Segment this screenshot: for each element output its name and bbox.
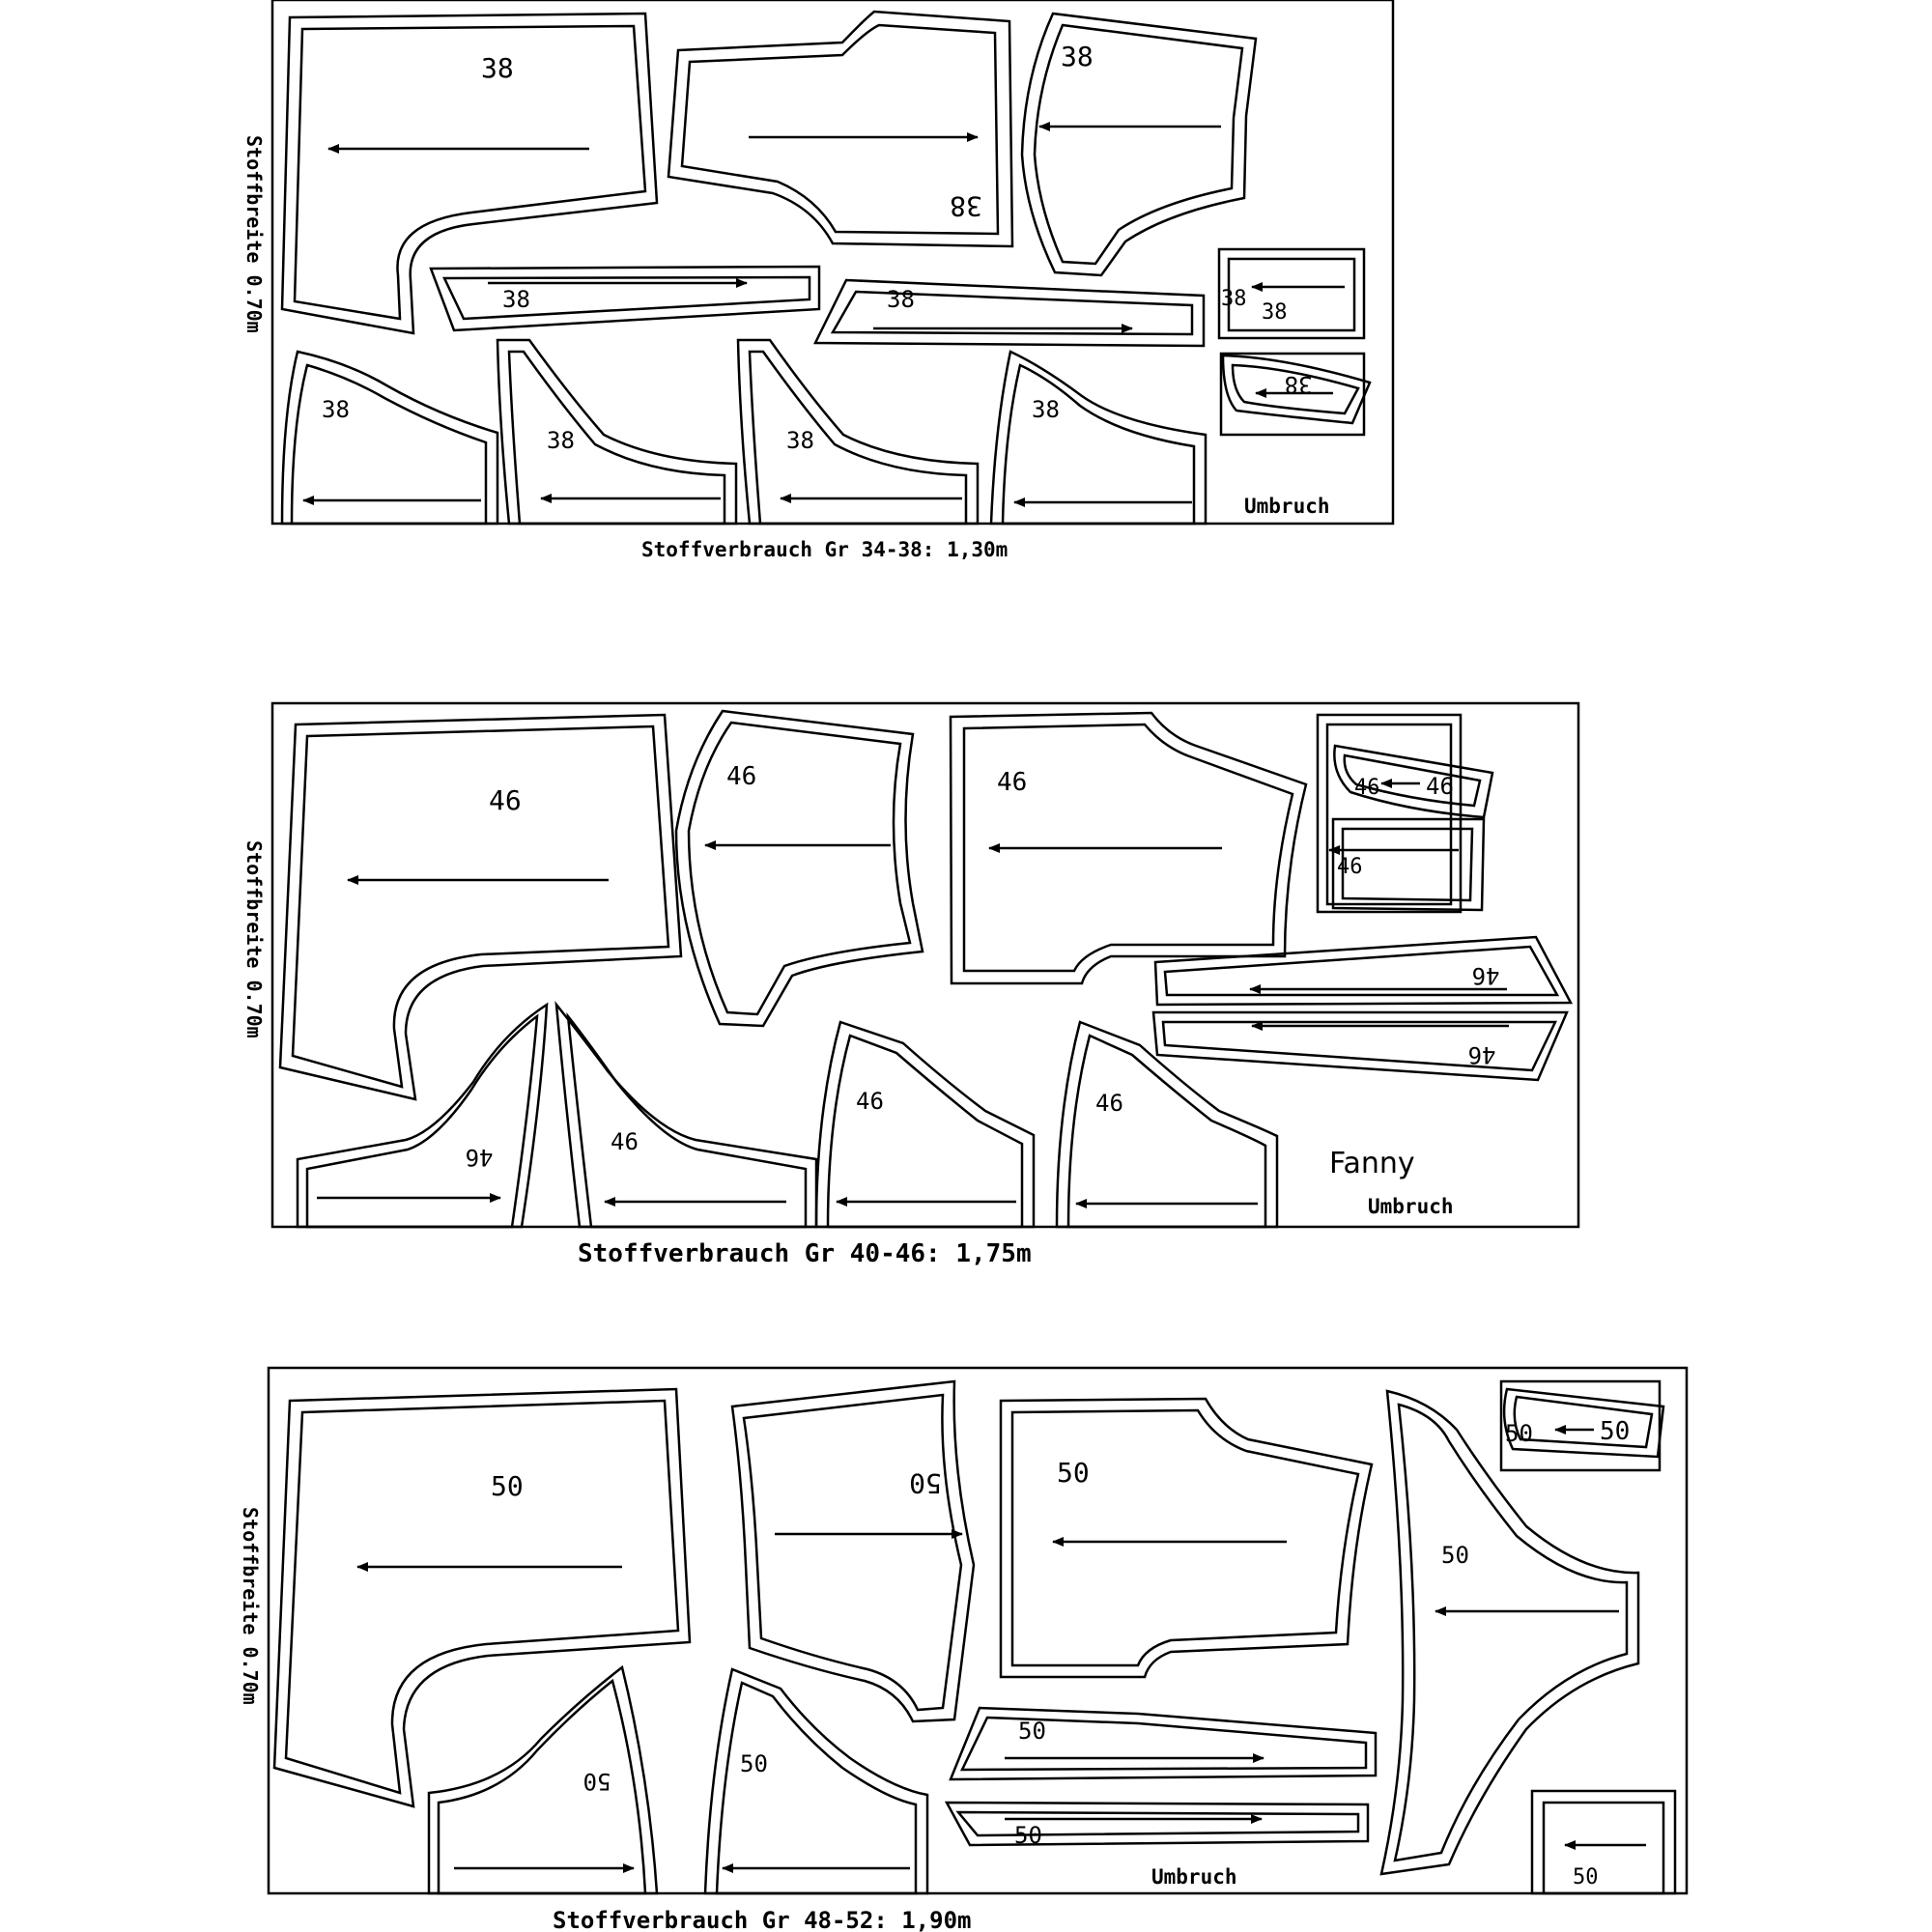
size-label: 38 <box>1262 300 1288 325</box>
size-label: 50 <box>1057 1457 1090 1489</box>
size-label: 38 <box>1032 396 1060 423</box>
size-label: 50 <box>1573 1865 1599 1889</box>
size-label: 50 <box>1505 1420 1533 1447</box>
size-label: 46 <box>1095 1090 1123 1117</box>
size-label: 50 <box>740 1750 768 1777</box>
pattern-piece <box>667 10 1014 248</box>
pattern-piece <box>1530 1789 1677 1895</box>
size-label: 38 <box>481 52 514 84</box>
size-label: 38 <box>950 190 982 222</box>
pattern-piece <box>427 1664 659 1895</box>
size-label: 46 <box>489 784 522 816</box>
layout-40-46 <box>270 701 1580 1229</box>
pattern-piece <box>278 713 683 1101</box>
size-label: 38 <box>887 286 915 313</box>
layout-48-52 <box>267 1366 1689 1895</box>
size-label: 46 <box>726 762 756 791</box>
size-label: 38 <box>786 427 814 454</box>
size-label: 50 <box>583 1768 611 1795</box>
fabric-width-label: Stoffbreite 0.70m <box>242 840 266 1038</box>
pattern-piece <box>1153 935 1574 1007</box>
pattern-piece <box>999 1397 1374 1679</box>
pattern-piece <box>989 350 1208 526</box>
pattern-piece <box>1219 352 1372 437</box>
size-label: 46 <box>466 1144 494 1171</box>
pattern-piece <box>814 1020 1036 1229</box>
size-label: 50 <box>1014 1822 1042 1849</box>
pattern-piece <box>674 709 924 1028</box>
size-label: 38 <box>502 286 530 313</box>
fabric-frame <box>267 1366 1689 1895</box>
pattern-piece <box>1499 1379 1665 1472</box>
size-label: 50 <box>909 1467 942 1499</box>
size-label: 38 <box>322 396 350 423</box>
size-label: 46 <box>611 1128 639 1155</box>
pattern-piece <box>1020 12 1258 277</box>
size-label: 46 <box>1426 773 1454 800</box>
pattern-piece <box>280 350 499 526</box>
size-label: 46 <box>856 1088 884 1115</box>
pattern-piece <box>949 1706 1378 1781</box>
fold-label: Umbruch <box>1151 1865 1237 1889</box>
layout-34-38 <box>270 0 1395 526</box>
pattern-piece <box>944 1801 1370 1847</box>
fabric-usage-caption: Stoffverbrauch Gr 48-52: 1,90m <box>553 1907 971 1932</box>
pattern-piece <box>1217 247 1366 340</box>
pattern-piece <box>812 278 1206 348</box>
size-label: 46 <box>1337 855 1363 879</box>
size-label: 50 <box>1441 1542 1469 1569</box>
pattern-piece <box>429 265 821 332</box>
fabric-usage-caption: Stoffverbrauch Gr 40-46: 1,75m <box>578 1239 1032 1268</box>
size-label: 50 <box>1600 1417 1630 1446</box>
pattern-piece <box>1055 1020 1279 1229</box>
size-label: 38 <box>1221 287 1247 311</box>
size-label: 46 <box>1468 1041 1496 1068</box>
pattern-piece <box>1316 713 1494 914</box>
size-label: 38 <box>1285 371 1313 398</box>
pattern-piece <box>703 1667 929 1895</box>
fold-label: Umbruch <box>1368 1195 1454 1218</box>
pattern-piece <box>272 1387 692 1808</box>
pattern-title: Fanny <box>1329 1147 1415 1180</box>
fabric-usage-caption: Stoffverbrauch Gr 34-38: 1,30m <box>641 538 1008 561</box>
fabric-width-label: Stoffbreite 0.70m <box>242 135 266 333</box>
size-label: 50 <box>1018 1718 1046 1745</box>
pattern-piece <box>554 1000 818 1229</box>
pattern-piece <box>949 711 1308 985</box>
pattern-piece <box>1379 1389 1640 1876</box>
pattern-piece <box>730 1379 976 1723</box>
size-label: 50 <box>491 1470 524 1502</box>
size-label: 38 <box>547 427 575 454</box>
size-label: 46 <box>1354 776 1380 800</box>
fabric-width-label: Stoffbreite 0.70m <box>239 1507 262 1705</box>
fold-label: Umbruch <box>1244 495 1330 518</box>
pattern-piece <box>280 12 659 335</box>
pattern-piece <box>296 1002 549 1229</box>
size-label: 38 <box>1061 41 1094 72</box>
pattern-piece <box>736 338 980 526</box>
size-label: 46 <box>1472 962 1500 989</box>
pattern-piece <box>496 338 738 526</box>
size-label: 46 <box>997 768 1027 797</box>
fabric-frame <box>270 0 1395 526</box>
pattern-piece <box>1151 1010 1569 1082</box>
